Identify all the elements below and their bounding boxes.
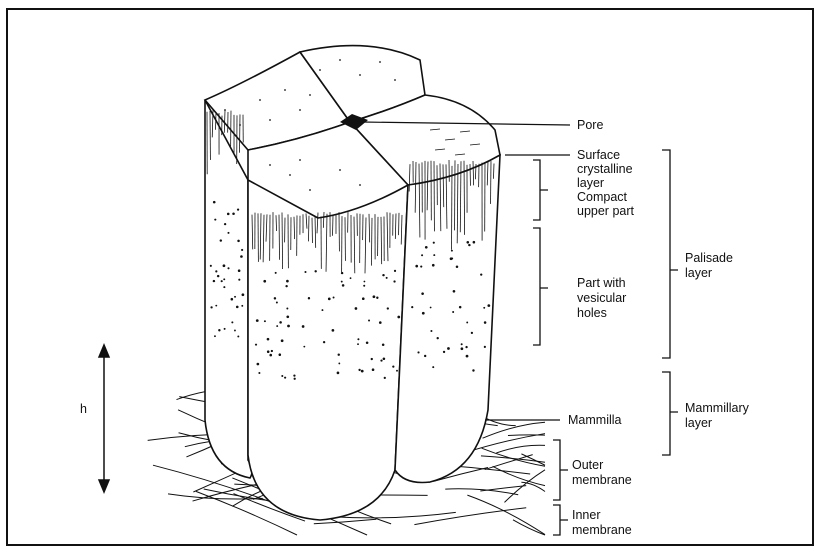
label-compact-2: upper part xyxy=(577,204,635,218)
column-front-right xyxy=(395,155,500,483)
label-mammillary-1: Mammillary xyxy=(685,401,750,415)
label-vesicular-3: holes xyxy=(577,306,607,320)
label-outer-2: membrane xyxy=(572,473,632,487)
h-arrow xyxy=(99,345,109,492)
label-inner-1: Inner xyxy=(572,508,601,522)
label-surface-2: crystalline xyxy=(577,162,633,176)
label-palisade-2: layer xyxy=(685,266,712,280)
label-vesicular-1: Part with xyxy=(577,276,626,290)
label-h: h xyxy=(80,402,87,416)
column-back-left xyxy=(205,100,252,478)
label-palisade-1: Palisade xyxy=(685,251,733,265)
label-mammillary-2: layer xyxy=(685,416,712,430)
label-outer-1: Outer xyxy=(572,458,603,472)
label-surface-3: layer xyxy=(577,176,604,190)
label-pore: Pore xyxy=(577,118,603,132)
label-surface-1: Surface xyxy=(577,148,620,162)
label-inner-2: membrane xyxy=(572,523,632,537)
label-mammilla: Mammilla xyxy=(568,413,622,427)
label-compact-1: Compact xyxy=(577,190,628,204)
label-vesicular-2: vesicular xyxy=(577,291,626,305)
